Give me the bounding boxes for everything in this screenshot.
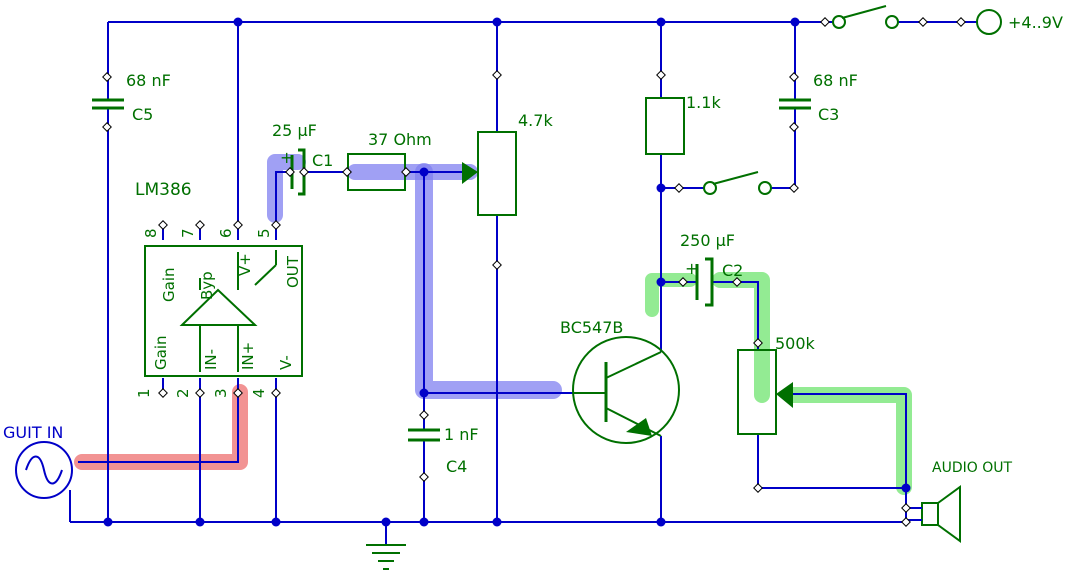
capacitor-c3: 68 nF C3 — [779, 71, 858, 124]
pot-500k-value: 500k — [775, 334, 816, 353]
c5-ref: C5 — [132, 105, 153, 124]
pin-number-3: 3 — [212, 388, 230, 398]
r37-value: 37 Ohm — [368, 130, 432, 149]
signal-path-highlight — [267, 154, 562, 399]
c4-ref: C4 — [446, 457, 467, 476]
pin-number-8: 8 — [142, 228, 160, 238]
pin-label-out: OUT — [284, 255, 302, 288]
capacitor-c2: + 250 µF C2 — [680, 231, 743, 307]
transistor-name: BC547B — [560, 318, 623, 337]
transistor-bc547b: BC547B — [560, 318, 680, 444]
pin-number-6: 6 — [217, 228, 235, 238]
output-path-highlight — [645, 272, 912, 495]
potentiometer-4k7: 4.7k — [462, 111, 553, 216]
capacitor-c5: 68 nF C5 — [92, 71, 171, 124]
c5-value: 68 nF — [126, 71, 171, 90]
pin-number-2: 2 — [174, 388, 192, 398]
input-source: GUIT IN — [3, 423, 73, 499]
c2-value: 250 µF — [680, 231, 735, 250]
speaker-icon: AUDIO OUT — [906, 460, 1012, 543]
c2-polarity: + — [685, 259, 698, 278]
input-path-highlight — [74, 384, 248, 470]
capacitor-c4: 1 nF C4 — [408, 425, 479, 476]
pin-number-4: 4 — [250, 388, 268, 398]
c1-ref: C1 — [312, 151, 333, 170]
c2-ref: C2 — [722, 261, 743, 280]
supply-label: +4..9V — [1008, 13, 1063, 32]
c1-polarity: + — [280, 148, 293, 167]
supply-terminal: +4..9V — [976, 9, 1063, 35]
c3-value: 68 nF — [813, 71, 858, 90]
c4-value: 1 nF — [444, 425, 479, 444]
c1-value: 25 µF — [272, 121, 317, 140]
collector-switch — [703, 171, 772, 195]
pin-number-5: 5 — [255, 228, 273, 238]
potentiometer-500k: 500k — [737, 334, 816, 435]
pin-number-1: 1 — [135, 388, 153, 398]
junction-dots — [103, 17, 911, 527]
r1k1-value: 1.1k — [686, 93, 721, 112]
pin-label-vminus: V- — [277, 355, 295, 370]
ground-icon — [366, 544, 406, 570]
c3-ref: C3 — [818, 105, 839, 124]
resistor-1k1: 1.1k — [645, 93, 721, 155]
pin-label-byp: Byp — [198, 271, 216, 300]
lm386-ic: LM386 Gain Byp V+ OUT Gain IN- IN+ V- 1 … — [135, 180, 303, 398]
pin-label-in-minus: IN- — [202, 349, 220, 370]
pin-label-gain-bottom: Gain — [152, 336, 170, 371]
ic-name: LM386 — [135, 180, 192, 200]
connection-points — [102, 17, 966, 527]
pot-4k7-value: 4.7k — [518, 111, 553, 130]
pin-label-in-plus: IN+ — [239, 342, 257, 370]
supply-switch — [832, 5, 899, 29]
pin-number-7: 7 — [179, 228, 197, 238]
pin-label-gain-top: Gain — [160, 268, 178, 303]
input-label: GUIT IN — [3, 423, 63, 442]
pin-label-vplus: V+ — [236, 253, 254, 276]
output-label: AUDIO OUT — [932, 460, 1012, 476]
